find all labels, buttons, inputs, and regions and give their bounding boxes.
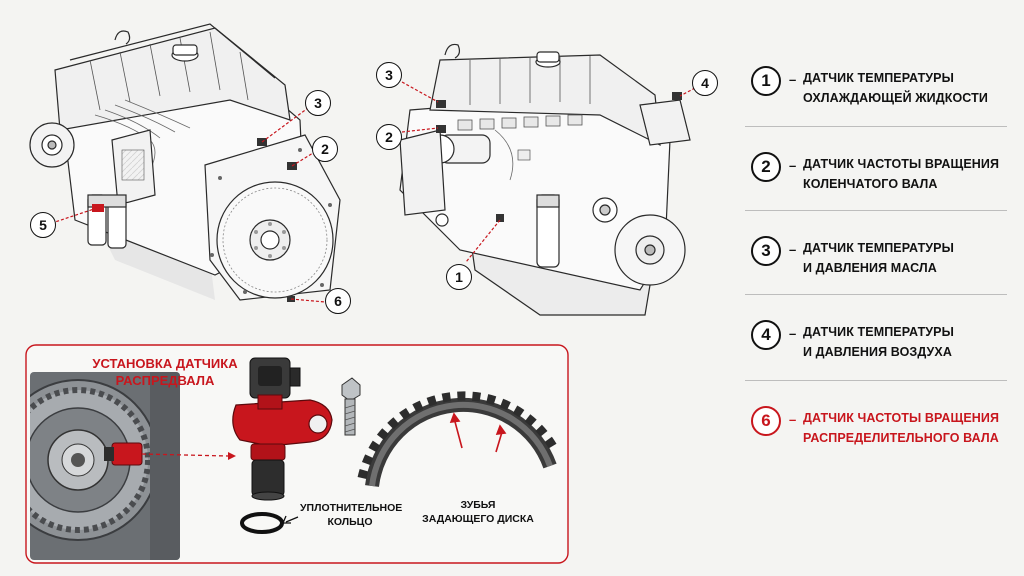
o-ring [240, 512, 299, 534]
reluctor-ring [357, 391, 560, 487]
detail-leader [141, 453, 229, 457]
legend-label: ДАТЧИК ТЕМПЕРАТУРЫ И ДАВЛЕНИЯ МАСЛА [803, 238, 1008, 278]
right-callout-leaders [401, 81, 696, 263]
right-engine-illustration [399, 43, 691, 316]
legend-label-line2: КОЛЕНЧАТОГО ВАЛА [803, 177, 938, 191]
legend-label-line1: ДАТЧИК ТЕМПЕРАТУРЫ [803, 71, 954, 85]
detail-title-line1: УСТАНОВКА ДАТЧИКА [92, 356, 238, 371]
detail-panel-title: УСТАНОВКА ДАТЧИКА РАСПРЕДВАЛА [70, 355, 260, 389]
right-engine-sensors [436, 92, 682, 222]
legend-item-3: 3 – ДАТЧИК ТЕМПЕРАТУРЫ И ДАВЛЕНИЯ МАСЛА [745, 232, 1013, 304]
legend-item-6: 6 – ДАТЧИК ЧАСТОТЫ ВРАЩЕНИЯ РАСПРЕДЕЛИТЕ… [745, 402, 1013, 474]
legend-label-line1: ДАТЧИК ТЕМПЕРАТУРЫ [803, 241, 954, 255]
callout-left-6: 6 [325, 288, 351, 314]
legend-dash: – [789, 72, 797, 87]
legend-dash: – [789, 326, 797, 341]
legend-label-line2: И ДАВЛЕНИЯ ВОЗДУХА [803, 345, 952, 359]
seal-caption-line1: УПЛОТНИТЕЛЬНОЕ [300, 502, 403, 514]
callout-left-5: 5 [30, 212, 56, 238]
legend-label-line2: И ДАВЛЕНИЯ МАСЛА [803, 261, 937, 275]
callout-left-2: 2 [312, 136, 338, 162]
legend-label-line2: РАСПРЕДЕЛИТЕЛЬНОГО ВАЛА [803, 431, 999, 445]
legend-divider [745, 126, 1007, 127]
left-callout-leaders [54, 107, 326, 303]
camshaft-sensor [232, 357, 333, 501]
legend-label-line1: ДАТЧИК ЧАСТОТЫ ВРАЩЕНИЯ [803, 157, 1000, 171]
legend-label: ДАТЧИК ЧАСТОТЫ ВРАЩЕНИЯ РАСПРЕДЕЛИТЕЛЬНО… [803, 408, 1008, 448]
legend-dash: – [789, 412, 797, 427]
legend-divider [745, 380, 1007, 381]
legend-label: ДАТЧИК ЧАСТОТЫ ВРАЩЕНИЯ КОЛЕНЧАТОГО ВАЛА [803, 154, 1008, 194]
legend-number-badge: 6 [751, 406, 781, 436]
seal-caption: УПЛОТНИТЕЛЬНОЕ КОЛЬЦО [300, 501, 403, 529]
legend-item-2: 2 – ДАТЧИК ЧАСТОТЫ ВРАЩЕНИЯ КОЛЕНЧАТОГО … [745, 148, 1013, 220]
teeth-caption-line2: ЗАДАЮЩЕГО ДИСКА [422, 513, 534, 525]
legend-label: ДАТЧИК ТЕМПЕРАТУРЫ И ДАВЛЕНИЯ ВОЗДУХА [803, 322, 1008, 362]
mounting-bolt [341, 377, 361, 436]
callout-right-4: 4 [692, 70, 718, 96]
legend-number-badge: 2 [751, 152, 781, 182]
legend-number-badge: 1 [751, 66, 781, 96]
legend-item-4: 4 – ДАТЧИК ТЕМПЕРАТУРЫ И ДАВЛЕНИЯ ВОЗДУХ… [745, 316, 1013, 388]
legend-label: ДАТЧИК ТЕМПЕРАТУРЫ ОХЛАЖДАЮЩЕЙ ЖИДКОСТИ [803, 68, 1008, 108]
legend-number-badge: 3 [751, 236, 781, 266]
legend-divider [745, 210, 1007, 211]
legend-item-1: 1 – ДАТЧИК ТЕМПЕРАТУРЫ ОХЛАЖДАЮЩЕЙ ЖИДКО… [745, 62, 1013, 134]
callout-right-2: 2 [376, 124, 402, 150]
detail-title-line2: РАСПРЕДВАЛА [115, 373, 215, 388]
callout-right-1: 1 [446, 264, 472, 290]
left-engine-illustration [29, 23, 341, 301]
teeth-caption-line1: ЗУБЬЯ [460, 499, 496, 511]
teeth-caption: ЗУБЬЯ ЗАДАЮЩЕГО ДИСКА [408, 498, 548, 526]
legend-label-line1: ДАТЧИК ТЕМПЕРАТУРЫ [803, 325, 954, 339]
legend-divider [745, 294, 1007, 295]
cam-gear-closeup [30, 372, 180, 560]
legend-number-badge: 4 [751, 320, 781, 350]
legend-label-line1: ДАТЧИК ЧАСТОТЫ ВРАЩЕНИЯ [803, 411, 1000, 425]
callout-right-3: 3 [376, 62, 402, 88]
callout-left-3: 3 [305, 90, 331, 116]
legend-dash: – [789, 242, 797, 257]
seal-caption-line2: КОЛЬЦО [327, 516, 373, 528]
legend-label-line2: ОХЛАЖДАЮЩЕЙ ЖИДКОСТИ [803, 91, 988, 105]
legend-dash: – [789, 158, 797, 173]
